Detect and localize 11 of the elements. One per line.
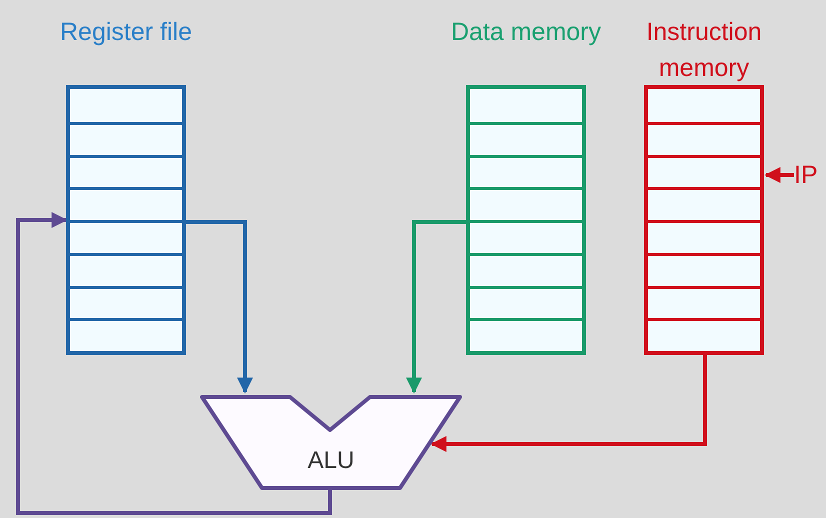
alu-shape (200, 395, 462, 490)
memory-heading: Instruction memory (645, 17, 763, 84)
alu-label: ALU (306, 447, 356, 475)
arrow (406, 220, 466, 394)
pointer-label: IP (794, 160, 818, 190)
arrow (186, 220, 253, 394)
arrow (764, 167, 794, 183)
memory-heading: Data memory (450, 17, 602, 48)
arrow (430, 355, 707, 452)
memory-heading: Register file (59, 17, 193, 48)
arrow (16, 212, 332, 515)
